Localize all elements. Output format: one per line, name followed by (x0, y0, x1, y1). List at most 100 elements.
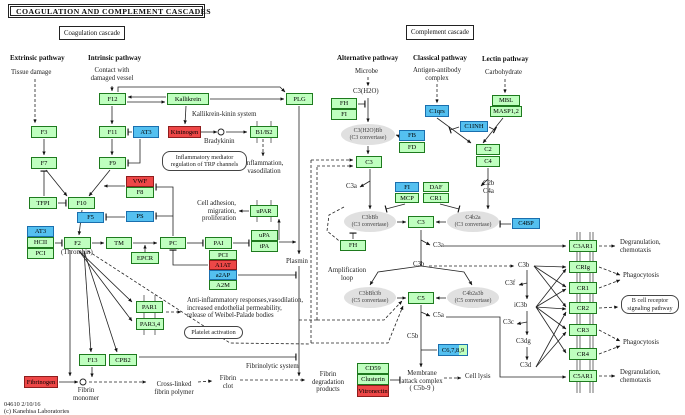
gene-box-upar[interactable]: uPAR (250, 205, 278, 217)
label-c3f: C3f (505, 280, 516, 287)
gene-box-mbl[interactable]: MBL (492, 95, 520, 106)
relation-arrows (33, 77, 621, 384)
label-fibrin-clot: Fibrin clot (219, 375, 237, 390)
gene-box-clusterin[interactable]: Clusterin (357, 374, 389, 385)
label-phagocytosis-1: Phagocytosis (623, 272, 659, 279)
label-c5a: C5a (433, 312, 444, 319)
gene-box-kininogen[interactable]: Kininogen (168, 126, 201, 138)
gene-box-crig[interactable]: CRIg (569, 261, 597, 273)
label-inflammation-vasodilation: Inflammation, vasodilation (244, 160, 284, 175)
gene-box-c1qrs[interactable]: C1qrs (425, 105, 449, 117)
gene-box-c1inh[interactable]: C1INH (460, 121, 488, 132)
gene-box-f5[interactable]: F5 (77, 212, 104, 223)
label-c3b-mid: C3b (413, 261, 425, 268)
gene-box-a1at[interactable]: A1AT (209, 260, 237, 270)
gene-box-ps[interactable]: PS (126, 211, 154, 222)
gene-box-f10[interactable]: F10 (68, 197, 95, 209)
pathway-link-bcell-link[interactable]: B cell receptor signaling pathway (621, 295, 679, 314)
gene-box-fi-1[interactable]: FI (331, 109, 357, 120)
gene-box-mcp[interactable]: MCP (395, 193, 419, 203)
gene-box-cr1-reg[interactable]: CR1 (423, 193, 449, 203)
gene-box-tm[interactable]: TM (106, 237, 132, 249)
label-fibrin-monomer: Fibrin monomer (72, 387, 100, 402)
gene-box-cr3[interactable]: CR3 (569, 324, 597, 336)
gene-box-cr2[interactable]: CR2 (569, 302, 597, 314)
gene-box-fi-2[interactable]: FI (395, 182, 419, 192)
label-c3c: C3c (503, 319, 514, 326)
gene-box-f2[interactable]: F2 (64, 237, 91, 249)
gene-box-c5ar1[interactable]: C5AR1 (569, 370, 597, 382)
gene-box-cr4[interactable]: CR4 (569, 348, 597, 360)
complex-c3-convertase-alt-initial: C3(H2O)Bb (C3 convertase) (341, 124, 395, 145)
coagulation-cascade-banner: Coagulation cascade (59, 26, 125, 40)
gene-box-upa[interactable]: uPA (251, 230, 278, 241)
gene-box-f3[interactable]: F3 (31, 126, 57, 138)
gene-box-kallikrein[interactable]: Kallikrein (167, 93, 209, 105)
gene-box-fh-2[interactable]: FH (340, 240, 366, 251)
gene-box-c3-1[interactable]: C3 (356, 156, 382, 168)
gene-box-pci-1[interactable]: PCI (27, 248, 54, 259)
gene-box-c3ar1[interactable]: C3AR1 (569, 240, 597, 252)
gene-box-vitronectin[interactable]: Vitronectin (357, 385, 389, 397)
gene-box-tfpi[interactable]: TFPI (29, 197, 57, 209)
gene-box-fh-1[interactable]: FH (331, 98, 357, 109)
gene-box-b1b2[interactable]: B1/B2 (250, 126, 278, 138)
label-c3a-2: C3a (433, 242, 444, 249)
header-lectin-pathway: Lectin pathway (482, 55, 529, 63)
label-contact-damaged-vessel: Contact with damaged vessel (90, 67, 134, 82)
gene-box-pc[interactable]: PC (160, 237, 186, 249)
gene-box-epcr[interactable]: EPCR (131, 252, 159, 264)
complex-c5-convertase-alt: C3bBb3b (C5 convertase) (344, 287, 396, 308)
label-cell-lysis: Cell lysis (465, 373, 491, 380)
label-c5b: C5b (407, 333, 419, 340)
label-degranulation-1: Degranulation, chemotaxis (620, 239, 661, 254)
gene-box-at3-1[interactable]: AT3 (133, 126, 159, 138)
gene-box-f11[interactable]: F11 (99, 126, 126, 138)
gene-box-par34[interactable]: PAR3,4 (136, 318, 164, 330)
label-carbohydrate: Carbohydrate (485, 69, 522, 76)
gene-box-f12[interactable]: F12 (99, 93, 126, 105)
gene-box-masp12[interactable]: MASP1,2 (490, 106, 522, 117)
complex-c5-convertase-classical: C4b2a3b (C5 convertase) (447, 287, 499, 308)
gene-box-pci-2[interactable]: PCI (209, 250, 237, 260)
gene-box-par1[interactable]: PAR1 (136, 301, 163, 313)
gene-box-fd[interactable]: FD (399, 142, 425, 153)
gene-box-cd59[interactable]: CD59 (357, 363, 389, 374)
gene-box-c4[interactable]: C4 (476, 156, 500, 167)
gene-box-tpa[interactable]: tPA (251, 241, 278, 252)
label-kallikrein-kinin-system: Kallikrein-kinin system (192, 111, 257, 118)
label-c3b-right: C3b (518, 262, 530, 269)
gene-box-vwf[interactable]: VWF (126, 176, 154, 187)
gene-box-at3-2[interactable]: AT3 (27, 226, 54, 237)
label-microbe: Microbe (355, 68, 379, 75)
label-c3dg: C3dg (516, 338, 531, 345)
copyright: (c) Kanehisa Laboratories (4, 408, 70, 415)
gene-box-cr1-r[interactable]: CR1 (569, 282, 597, 294)
gene-box-f9[interactable]: F9 (99, 157, 126, 169)
gene-box-fibrinogen[interactable]: Fibrinogen (24, 376, 58, 388)
gene-box-plg[interactable]: PLG (286, 93, 313, 105)
gene-box-a2m[interactable]: A2M (209, 280, 237, 290)
gene-box-hcii[interactable]: HCII (27, 237, 54, 248)
gene-box-f8[interactable]: F8 (126, 187, 154, 198)
gene-box-c5[interactable]: C5 (408, 292, 434, 304)
label-anti-inflammatory: Anti-inflammatory responses,vasodilation… (187, 297, 304, 320)
label-c3a-1: C3a (346, 183, 357, 190)
gene-box-fb[interactable]: FB (399, 130, 425, 141)
label-cross-linked-fibrin: Cross-linked fibrin polymer (154, 381, 194, 396)
gene-box-pai[interactable]: PAI (205, 237, 232, 249)
header-extrinsic-pathway: Extrinsic pathway (10, 54, 65, 62)
gene-box-c3-2[interactable]: C3 (408, 216, 434, 228)
gene-box-daf[interactable]: DAF (423, 182, 449, 192)
gene-box-c2[interactable]: C2 (476, 144, 500, 155)
label-ic3b: iC3b (514, 302, 528, 309)
gene-box-cpb2[interactable]: CPB2 (109, 354, 137, 366)
pathway-link-platelet-activation-link[interactable]: Platelet activation (184, 326, 243, 339)
gene-box-c6789[interactable]: C6,7,8,9 (438, 344, 468, 356)
gene-box-f13[interactable]: F13 (79, 354, 106, 366)
gene-box-c4bp[interactable]: C4BP (512, 218, 540, 229)
complex-c3-convertase-alt: C3bBb (C3 convertase) (344, 211, 396, 232)
gene-box-f7[interactable]: F7 (31, 157, 57, 169)
gene-box-a2ap[interactable]: a2AP (209, 270, 237, 280)
pathway-link-trp-link[interactable]: Inflammatory mediator regulation of TRP … (162, 151, 247, 171)
